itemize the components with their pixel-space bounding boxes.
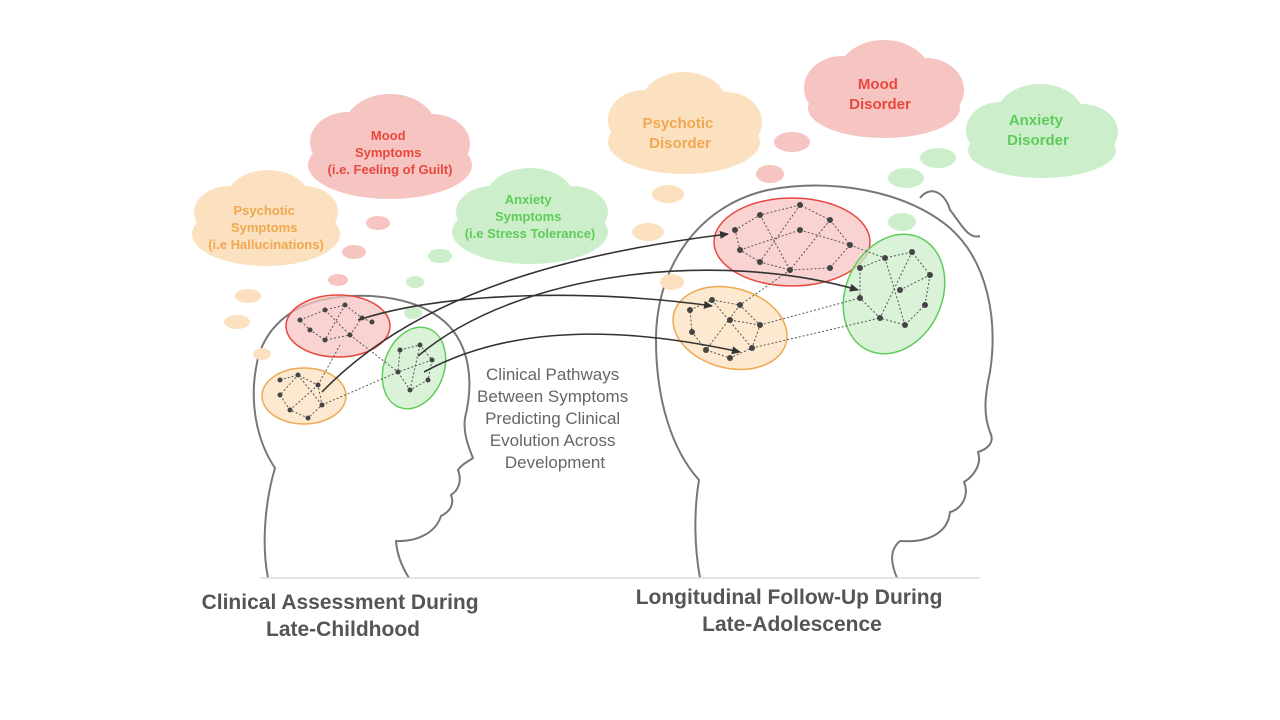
svg-text:Psychotic Symptoms: Psychotic Symptoms (i.e Hallucinations) bbox=[208, 203, 324, 252]
adolescent-cloud-anxiety: Anxiety Disorder bbox=[966, 84, 1118, 178]
child-psychotic-line3: (i.e Hallucinations) bbox=[208, 237, 324, 252]
caption-childhood: Clinical Assessment During Late-Childhoo… bbox=[202, 591, 485, 641]
caption-childhood-line2: Late-Childhood bbox=[266, 618, 420, 641]
caption-childhood-line1: Clinical Assessment During bbox=[202, 591, 479, 614]
svg-text:Mood Disorder: Mood Disorder bbox=[849, 76, 911, 113]
pathways-line5: Development bbox=[505, 453, 605, 472]
svg-text:Psychotic Disorder: Psychotic Disorder bbox=[642, 115, 717, 152]
child-mood-line2: Symptoms bbox=[355, 145, 421, 160]
child-anxiety-line2: Symptoms bbox=[495, 209, 561, 224]
svg-text:Anxiety Disorder: Anxiety Disorder bbox=[1007, 112, 1069, 149]
child-head bbox=[252, 294, 475, 579]
child-mood-line3: (i.e. Feeling of Guilt) bbox=[328, 162, 453, 177]
child-psychotic-cluster bbox=[261, 367, 347, 425]
adolescent-anxiety-line2: Disorder bbox=[1007, 132, 1069, 149]
arrow-psychotic-to-mood bbox=[321, 230, 729, 393]
child-network bbox=[261, 294, 447, 425]
pathways-line2: Between Symptoms bbox=[477, 387, 628, 406]
child-cloud-psychotic: Psychotic Symptoms (i.e Hallucinations) bbox=[192, 170, 340, 266]
adolescent-network bbox=[672, 197, 946, 371]
pathway-arrows bbox=[321, 230, 859, 393]
adolescent-cloud-psychotic: Psychotic Disorder bbox=[608, 72, 762, 174]
adolescent-mood-line2: Disorder bbox=[849, 96, 911, 113]
pathways-line3: Predicting Clinical bbox=[485, 409, 620, 428]
pathways-line4: Evolution Across bbox=[490, 431, 616, 450]
arrow-anxiety-to-psychotic bbox=[423, 333, 741, 373]
svg-text:Anxiety Symptoms (: Anxiety Symptoms (i.e Stress Tolerance) bbox=[465, 192, 596, 241]
child-anxiety-line3: (i.e Stress Tolerance) bbox=[465, 226, 596, 241]
child-anxiety-line1: Anxiety bbox=[505, 192, 553, 207]
adolescent-mood-cluster bbox=[713, 197, 871, 287]
child-psychotic-line2: Symptoms bbox=[231, 220, 297, 235]
child-cloud-mood: Mood Symptoms (i.e. Feeling of Guilt) bbox=[308, 94, 472, 199]
caption-adolescence: Longitudinal Follow-Up During Late-Adole… bbox=[636, 586, 949, 636]
arrow-anxiety-to-anxiety bbox=[417, 269, 859, 357]
adolescent-psychotic-line1: Psychotic bbox=[642, 115, 713, 132]
adolescent-mood-line1: Mood bbox=[858, 76, 898, 93]
caption-adolescence-line2: Late-Adolescence bbox=[702, 613, 882, 636]
adolescent-psychotic-line2: Disorder bbox=[649, 135, 711, 152]
caption-adolescence-line1: Longitudinal Follow-Up During bbox=[636, 586, 943, 609]
child-psychotic-line1: Psychotic bbox=[233, 203, 294, 218]
adolescent-psychotic-cluster bbox=[672, 285, 788, 371]
adolescent-anxiety-line1: Anxiety bbox=[1009, 112, 1064, 129]
adolescent-head bbox=[654, 184, 994, 579]
adolescent-thought-bubbles bbox=[632, 132, 956, 290]
child-cloud-anxiety: Anxiety Symptoms (i.e Stress Tolerance) bbox=[452, 168, 608, 264]
adolescent-cloud-mood: Mood Disorder bbox=[804, 40, 964, 138]
pathways-label: Clinical Pathways Between Symptoms Predi… bbox=[477, 365, 633, 472]
pathways-line1: Clinical Pathways bbox=[486, 365, 619, 384]
svg-text:Mood Symptoms (i.e: Mood Symptoms (i.e. Feeling of Guilt) bbox=[328, 128, 453, 177]
child-mood-line1: Mood bbox=[371, 128, 406, 143]
child-thought-bubbles bbox=[224, 216, 452, 360]
child-mood-cluster bbox=[285, 294, 391, 358]
arrow-mood-to-psychotic bbox=[357, 294, 713, 321]
